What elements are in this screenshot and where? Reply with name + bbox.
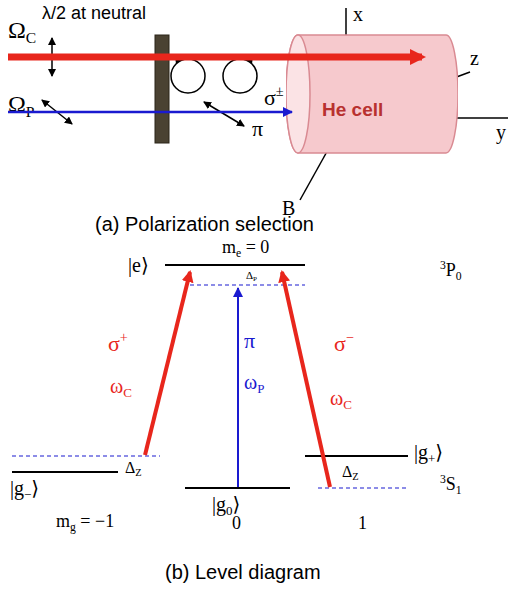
quantum-number: 0 (232, 514, 241, 532)
axis-label: x (353, 4, 363, 24)
frequency-label: ωC (330, 388, 352, 411)
detuning-label: ΔZ (342, 464, 359, 483)
cell-cylinder (286, 33, 458, 155)
transition-label: σ− (334, 330, 354, 355)
state-label: |e⟩ (128, 255, 149, 275)
polarization-label: σ± (264, 84, 284, 109)
axis-label: y (496, 122, 506, 142)
beam-label: ΩP (8, 92, 35, 119)
frequency-label: ωC (110, 376, 132, 399)
state-label: |g+⟩ (414, 442, 443, 465)
detuning-label: ΔP (246, 270, 257, 283)
cell-label: He cell (320, 99, 385, 121)
transition-label: σ+ (108, 330, 128, 355)
detuning-label: ΔZ (125, 460, 142, 479)
axis-label: z (470, 48, 479, 68)
term-label: 3P0 (440, 260, 462, 282)
waveplate-label: λ/2 at neutral (42, 4, 146, 22)
polarization-label: π (252, 118, 263, 140)
state-label: |g−⟩ (10, 478, 39, 501)
beam-label: ΩC (8, 18, 36, 45)
quantum-number: mg = −1 (56, 512, 114, 533)
panel-caption: (b) Level diagram (165, 562, 321, 582)
transition-label: π (244, 330, 255, 352)
quantum-number: 1 (358, 514, 367, 532)
panel-caption: (a) Polarization selection (95, 214, 314, 234)
gas-cell: He cell (286, 33, 458, 155)
term-label: 3S1 (440, 474, 462, 496)
frequency-label: ωP (244, 372, 264, 395)
quantum-number: me = 0 (222, 238, 269, 259)
